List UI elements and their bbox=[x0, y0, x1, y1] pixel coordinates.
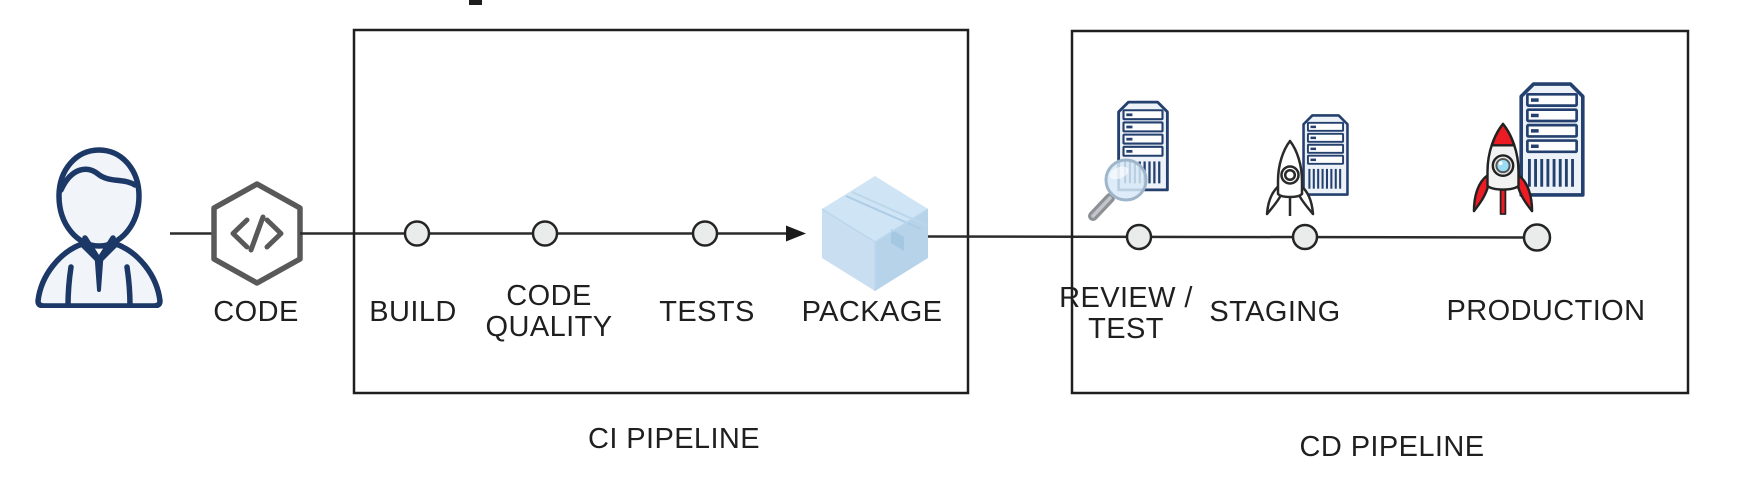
milestone-review-test-circle bbox=[1125, 223, 1153, 251]
ci-pipeline-box bbox=[352, 28, 970, 395]
cd-pipeline-box bbox=[1070, 29, 1690, 395]
step-label-review-test: REVIEW / TEST bbox=[1059, 283, 1193, 345]
step-label-line2: TEST bbox=[1088, 313, 1164, 345]
step-label-line1: REVIEW / bbox=[1059, 282, 1193, 314]
step-label-code-quality: CODE QUALITY bbox=[486, 281, 613, 343]
code-step-label: CODE bbox=[213, 296, 299, 328]
step-label-production: PRODUCTION bbox=[1446, 295, 1646, 327]
package-box-icon bbox=[821, 176, 929, 291]
milestone-tests-circle bbox=[691, 220, 719, 247]
cropped-edge-artifact bbox=[469, 0, 482, 5]
cd-pipeline-caption: CD PIPELINE bbox=[1299, 431, 1485, 463]
step-label-build: BUILD bbox=[369, 296, 457, 328]
milestone-production-circle bbox=[1522, 223, 1552, 252]
connector-cd-line bbox=[927, 235, 1538, 239]
rocket-icon bbox=[1472, 122, 1534, 216]
step-label-staging: STAGING bbox=[1209, 296, 1341, 328]
step-label-line2: QUALITY bbox=[485, 311, 613, 343]
step-label-package: PACKAGE bbox=[801, 296, 943, 328]
milestone-build-circle bbox=[403, 220, 431, 247]
developer-person-icon bbox=[35, 147, 163, 308]
step-label-line1: CODE bbox=[506, 280, 592, 312]
step-label-tests: TESTS bbox=[659, 296, 755, 328]
rocket-outline-icon bbox=[1265, 139, 1315, 217]
milestone-code-quality-circle bbox=[531, 220, 559, 247]
code-brackets-icon bbox=[230, 214, 284, 253]
arrowhead-icon bbox=[786, 225, 806, 242]
ci-pipeline-caption: CI PIPELINE bbox=[587, 423, 761, 455]
magnifier-icon bbox=[1088, 158, 1148, 221]
milestone-staging-circle bbox=[1291, 223, 1319, 251]
